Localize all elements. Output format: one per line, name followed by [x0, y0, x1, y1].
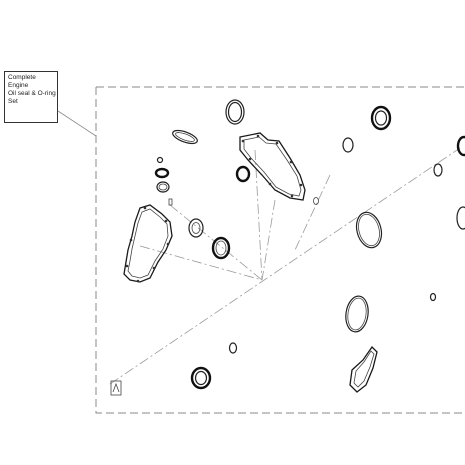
oil-seal-lower: [190, 366, 212, 390]
oil-seal-top-right-inner: [374, 110, 388, 126]
o-ring-small-3: [433, 163, 443, 177]
cover-gasket-top-inner: [243, 136, 302, 197]
o-ring-large-right-inner: [358, 213, 380, 247]
o-ring-large-lower: [345, 295, 369, 333]
callout-line-2: Engine: [8, 82, 29, 89]
o-ring-large-top: [225, 99, 245, 125]
o-ring-large-right: [355, 211, 383, 249]
callout-line-3: Oil seal & O-ring: [8, 90, 56, 97]
cover-gasket-top-bolts: [241, 134, 303, 198]
o-ring-large-lower-inner: [347, 297, 367, 331]
o-ring-large-top-inner: [227, 101, 243, 123]
o-ring-tiny: [429, 292, 437, 302]
o-ring-tilted: [172, 129, 198, 145]
small-seal-1: [156, 156, 164, 164]
sump-gasket-left-bolts: [125, 206, 170, 283]
leader-right: [294, 174, 331, 251]
dowel-pin: [168, 198, 173, 206]
oil-seal-small-left: [188, 218, 204, 238]
oil-seal-edge-mid: [456, 206, 465, 230]
sump-gasket-left: [123, 204, 173, 283]
o-ring-small-1-inner: [158, 183, 168, 191]
leader-top-gasket: [254, 149, 263, 281]
oil-seal-medium: [211, 236, 231, 260]
oil-seal-lower-inner: [194, 370, 208, 386]
oil-seal-medium-inner: [215, 240, 227, 256]
small-gasket-lower: [349, 345, 378, 393]
oil-seal-edge-top: [456, 135, 465, 157]
leader-left-gasket: [139, 245, 263, 281]
o-ring-small-2: [342, 137, 354, 153]
cover-gasket-top: [239, 132, 306, 201]
callout-line-1: Complete: [8, 74, 36, 81]
seal-ring-2: [235, 165, 251, 183]
callout-leader: [57, 110, 97, 137]
leader-left-ring: [169, 204, 263, 281]
o-ring-tilted-inner: [175, 132, 195, 142]
oil-seal-small-left-inner: [191, 222, 201, 234]
seal-ring-1: [154, 167, 170, 179]
small-o-ring-2: [313, 197, 319, 205]
o-ring-small-4: [228, 342, 238, 354]
oil-seal-top-right: [370, 105, 392, 131]
leader-top-gasket-2: [261, 199, 276, 281]
main-center-line: [109, 147, 461, 385]
set-frame: [95, 86, 465, 414]
brand-logo-icon: [110, 380, 122, 396]
callout-line-4: Set: [8, 98, 18, 105]
small-gasket-lower-inner: [353, 350, 375, 388]
o-ring-small-1: [156, 181, 170, 193]
parts-callout-label: Complete Engine Oil seal & O-ring Set: [4, 71, 58, 123]
sump-gasket-left-inner: [127, 208, 169, 279]
